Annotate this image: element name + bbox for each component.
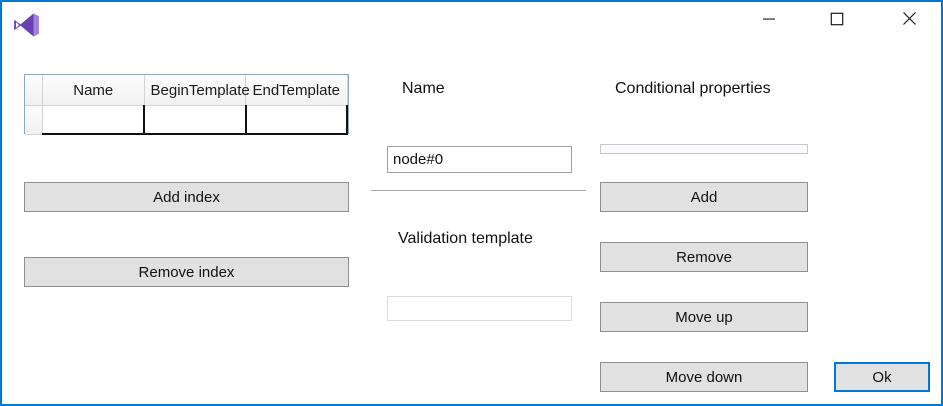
name-input[interactable] [387, 146, 572, 173]
conditional-properties-label: Conditional properties [615, 80, 771, 97]
middle-separator [371, 190, 586, 191]
conditional-properties-list[interactable] [600, 144, 808, 154]
row-header-corner[interactable] [25, 75, 43, 106]
minimize-button[interactable] [746, 2, 792, 35]
cell-begin-template[interactable] [144, 105, 247, 135]
index-table-body [25, 105, 348, 135]
ok-button[interactable]: Ok [834, 362, 930, 392]
add-conditional-property-button[interactable]: Add [600, 182, 808, 212]
minimize-icon [763, 18, 775, 20]
name-label: Name [402, 80, 445, 97]
column-header-end-template[interactable]: EndTemplate [245, 75, 348, 106]
title-bar [2, 2, 941, 49]
cell-name[interactable] [42, 105, 145, 135]
maximize-icon [830, 12, 844, 25]
visual-studio-logo-icon [10, 9, 42, 41]
table-header-row: Name BeginTemplate EndTemplate [25, 75, 348, 106]
remove-conditional-property-button[interactable]: Remove [600, 242, 808, 272]
move-up-button[interactable]: Move up [600, 302, 808, 332]
index-table-head: Name BeginTemplate EndTemplate [25, 75, 348, 106]
table-row[interactable] [25, 105, 348, 135]
close-button[interactable] [886, 2, 932, 35]
index-table: Name BeginTemplate EndTemplate [25, 75, 348, 135]
validation-template-input[interactable] [387, 296, 572, 321]
validation-template-label: Validation template [398, 230, 533, 247]
cell-end-template[interactable] [245, 105, 348, 135]
maximize-button[interactable] [814, 2, 860, 35]
column-header-name[interactable]: Name [42, 75, 145, 106]
move-down-button[interactable]: Move down [600, 362, 808, 392]
add-index-button[interactable]: Add index [24, 182, 349, 212]
column-header-begin-template[interactable]: BeginTemplate [144, 75, 250, 106]
close-icon [902, 12, 916, 25]
index-data-grid[interactable]: Name BeginTemplate EndTemplate [24, 74, 349, 135]
row-header-cell[interactable] [25, 105, 43, 135]
remove-index-button[interactable]: Remove index [24, 257, 349, 287]
